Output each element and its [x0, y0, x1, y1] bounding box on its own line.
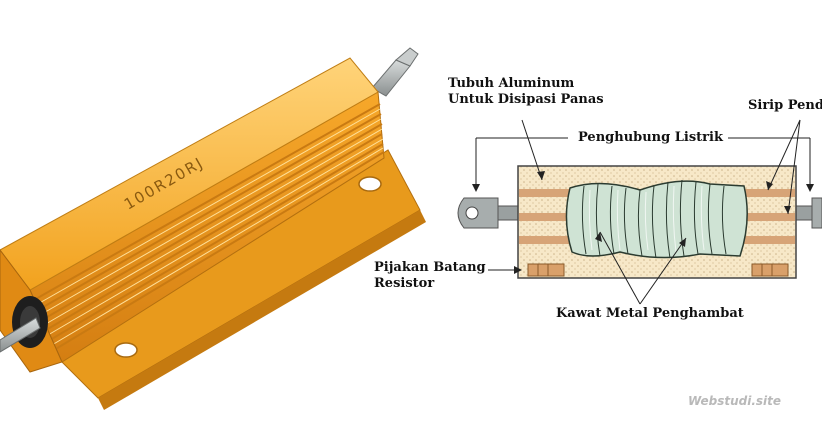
mounting-plate [59, 149, 426, 410]
resistor-housing [0, 57, 385, 373]
label-resistor-base-line1: Pijakan Batang [374, 260, 486, 275]
resistor-cross-section [457, 119, 822, 305]
label-resistor-base: Pijakan Batang Resistor [374, 260, 486, 292]
bottom-lead-terminal [0, 317, 41, 353]
top-lead-terminal [371, 47, 419, 97]
mounting-hole-icon [358, 176, 382, 192]
wire-wound-core [565, 179, 748, 259]
leader-arrowheads [472, 171, 814, 274]
mounting-hole-icon [114, 342, 138, 358]
right-terminal [793, 197, 822, 229]
label-resistance-wire: Kawat Metal Penghambat [556, 306, 744, 321]
label-fins: Sirip Pendi [748, 98, 822, 113]
label-resistor-base-line2: Resistor [374, 276, 435, 291]
label-aluminum-body-line1: Tubuh Aluminum [448, 76, 575, 91]
label-electrical-connector: Penghubung Listrik [574, 130, 727, 146]
aluminum-resistor-illustration: 100R20RJ [0, 47, 426, 410]
left-terminal [457, 197, 521, 229]
watermark: Webstudi.site [688, 394, 782, 408]
resistor-base-feet [527, 263, 789, 277]
cooling-fins [33, 103, 385, 351]
label-aluminum-body-line2: Untuk Disipasi Panas [448, 92, 604, 107]
label-aluminum-body: Tubuh Aluminum Untuk Disipasi Panas [448, 76, 604, 108]
